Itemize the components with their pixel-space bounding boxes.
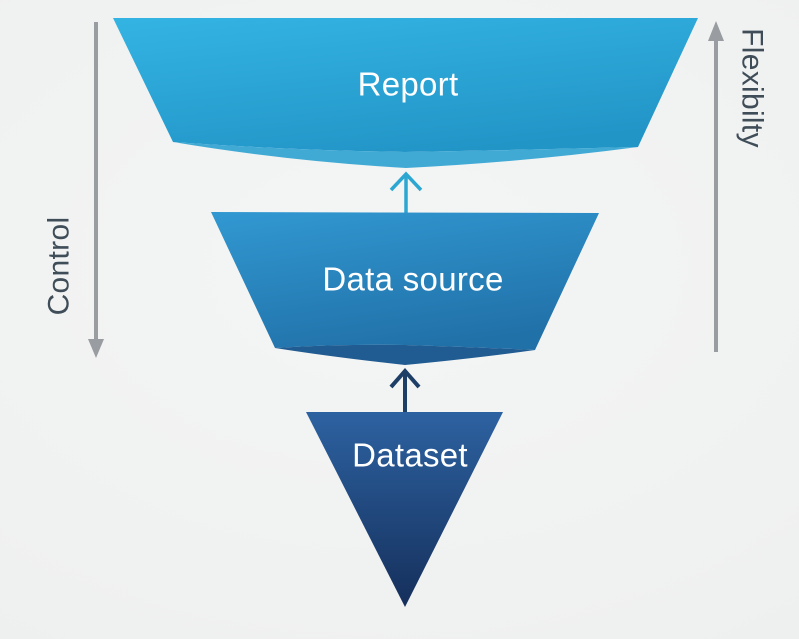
data-source-shape [211,212,599,350]
arrow-to-data-source [389,367,421,413]
report-layer: Report [113,18,698,168]
report-bottom-edge [173,142,638,168]
data-source-label: Data source [322,261,503,298]
control-axis: Control [43,22,104,358]
up-arrow-to-report-icon [389,171,423,192]
flexibility-label: Flexibilty [736,28,769,148]
flexibility-axis-up-arrow-icon [708,21,724,41]
dataset-label: Dataset [352,437,468,474]
arrow-to-report [389,171,423,214]
report-shape [113,18,698,152]
data-source-bottom-edge [275,344,535,365]
dataset-layer: Dataset [306,412,503,607]
control-axis-down-arrow-icon [88,339,104,358]
flexibility-axis: Flexibilty [708,21,769,352]
data-source-layer: Data source [211,212,599,365]
control-label: Control [43,217,76,316]
report-label: Report [358,66,459,103]
dataset-shape [306,412,503,607]
up-arrow-to-data-source-icon [389,367,421,389]
